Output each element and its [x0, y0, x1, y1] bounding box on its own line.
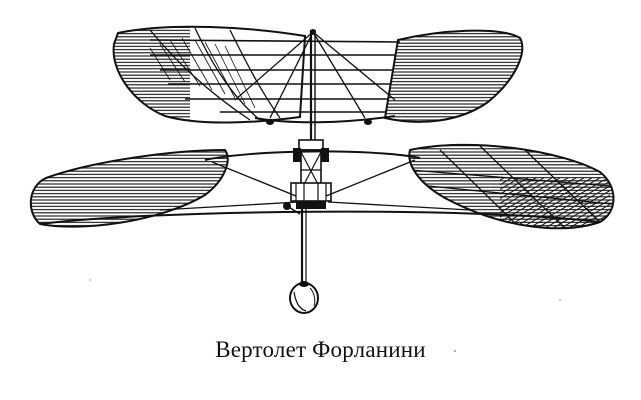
upper-rotor — [112, 25, 524, 125]
figure-caption: Вертолет Форланини — [215, 337, 426, 362]
central-shaft — [283, 30, 332, 314]
paper-specks — [89, 279, 561, 352]
